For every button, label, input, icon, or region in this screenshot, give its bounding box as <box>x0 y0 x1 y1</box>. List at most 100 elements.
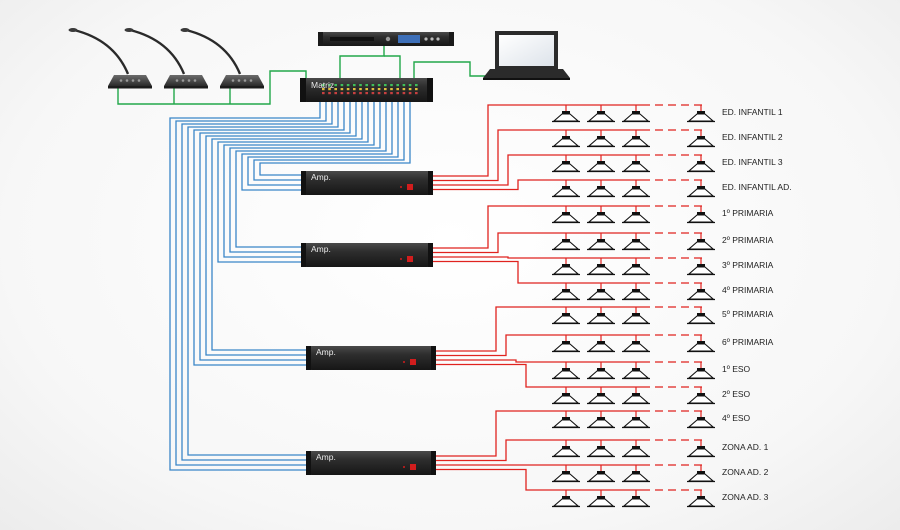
ceiling-speaker-icon <box>622 417 650 429</box>
matrix-label: Matriz <box>311 80 334 90</box>
ceiling-speaker-icon <box>622 496 650 508</box>
zone-label: ED. INFANTIL AD. <box>722 182 792 192</box>
ceiling-speaker-icon <box>587 161 615 173</box>
ceiling-speaker-icon <box>687 393 715 405</box>
ceiling-speaker-icon <box>587 393 615 405</box>
ceiling-speaker-icon <box>687 496 715 508</box>
ceiling-speaker-icon <box>587 212 615 224</box>
ceiling-speaker-icon <box>687 471 715 483</box>
amplifier-label: Amp. <box>311 244 331 254</box>
gooseneck-microphone-icon <box>180 28 264 89</box>
ceiling-speaker-icon <box>622 289 650 301</box>
zone-row: ED. INFANTIL 2 <box>552 132 783 148</box>
ceiling-speaker-icon <box>552 161 580 173</box>
ceiling-speaker-icon <box>552 212 580 224</box>
amplifier-icon <box>306 346 436 370</box>
ceiling-speaker-icon <box>587 239 615 251</box>
ceiling-speaker-icon <box>552 368 580 380</box>
ceiling-speaker-icon <box>552 289 580 301</box>
zone-label: 2º PRIMARIA <box>722 235 774 245</box>
ceiling-speaker-icon <box>587 341 615 353</box>
ceiling-speaker-icon <box>622 341 650 353</box>
ceiling-speaker-icon <box>622 446 650 458</box>
ceiling-speaker-icon <box>687 368 715 380</box>
gooseneck-microphone-icon <box>68 28 152 89</box>
zone-row: 1º ESO <box>552 364 751 380</box>
ceiling-speaker-icon <box>587 417 615 429</box>
zone-row: ZONA AD. 1 <box>552 442 769 458</box>
zone-label: 1º ESO <box>722 364 751 374</box>
zone-row: 2º ESO <box>552 389 751 405</box>
amplifier-icon <box>301 171 433 195</box>
zone-row: ED. INFANTIL 1 <box>552 107 783 123</box>
ceiling-speaker-icon <box>622 239 650 251</box>
audio-input-cables <box>169 102 411 471</box>
ceiling-speaker-icon <box>587 368 615 380</box>
ceiling-speaker-icon <box>622 264 650 276</box>
zone-row: ED. INFANTIL AD. <box>552 182 792 198</box>
rack-processor-icon <box>318 32 454 46</box>
laptop <box>483 31 570 80</box>
ceiling-speaker-icon <box>687 161 715 173</box>
ceiling-speaker-icon <box>552 496 580 508</box>
ceiling-speaker-icon <box>687 136 715 148</box>
speaker-zones: ED. INFANTIL 1 ED. INFANTIL 2 ED. INFANTIL… <box>552 107 792 508</box>
ceiling-speaker-icon <box>687 111 715 123</box>
zone-label: ZONA AD. 3 <box>722 492 769 502</box>
ceiling-speaker-icon <box>587 186 615 198</box>
microphone-1 <box>68 28 152 89</box>
network-cables <box>117 46 486 105</box>
ceiling-speaker-icon <box>552 417 580 429</box>
ceiling-speaker-icon <box>552 471 580 483</box>
amplifier-4: Amp. <box>306 451 436 475</box>
ceiling-speaker-icon <box>622 393 650 405</box>
ceiling-speaker-icon <box>587 471 615 483</box>
zone-label: ED. INFANTIL 2 <box>722 132 783 142</box>
ceiling-speaker-icon <box>552 186 580 198</box>
amplifiers: Amp. Amp. Amp. Amp. <box>301 171 436 475</box>
zone-row: 2º PRIMARIA <box>552 235 774 251</box>
ceiling-speaker-icon <box>687 417 715 429</box>
ceiling-speaker-icon <box>687 446 715 458</box>
ceiling-speaker-icon <box>687 289 715 301</box>
ceiling-speaker-icon <box>622 186 650 198</box>
matrix: Matriz <box>300 78 433 102</box>
ceiling-speaker-icon <box>622 313 650 325</box>
ceiling-speaker-icon <box>552 446 580 458</box>
amplifier-2: Amp. <box>301 243 433 267</box>
microphone-3 <box>180 28 264 89</box>
zone-row: 5º PRIMARIA <box>552 309 774 325</box>
zone-row: ZONA AD. 2 <box>552 467 769 483</box>
ceiling-speaker-icon <box>687 313 715 325</box>
zone-row: ZONA AD. 3 <box>552 492 769 508</box>
zone-label: 1º PRIMARIA <box>722 208 774 218</box>
ceiling-speaker-icon <box>622 111 650 123</box>
ceiling-speaker-icon <box>587 313 615 325</box>
amplifier-label: Amp. <box>311 172 331 182</box>
zone-label: 3º PRIMARIA <box>722 260 774 270</box>
zone-label: 2º ESO <box>722 389 751 399</box>
ceiling-speaker-icon <box>622 368 650 380</box>
ceiling-speaker-icon <box>552 239 580 251</box>
matrix-icon <box>300 78 433 102</box>
ceiling-speaker-icon <box>587 264 615 276</box>
ceiling-speaker-icon <box>622 136 650 148</box>
ceiling-speaker-icon <box>687 186 715 198</box>
microphone-2 <box>124 28 208 89</box>
zone-label: 4º ESO <box>722 413 751 423</box>
laptop-icon <box>483 31 570 80</box>
ceiling-speaker-icon <box>552 393 580 405</box>
zone-label: 4º PRIMARIA <box>722 285 774 295</box>
zone-label: ED. INFANTIL 1 <box>722 107 783 117</box>
ceiling-speaker-icon <box>552 111 580 123</box>
ceiling-speaker-icon <box>622 212 650 224</box>
zone-row: 4º PRIMARIA <box>552 285 774 301</box>
ceiling-speaker-icon <box>622 161 650 173</box>
amplifier-label: Amp. <box>316 452 336 462</box>
zone-label: ZONA AD. 1 <box>722 442 769 452</box>
ceiling-speaker-icon <box>552 136 580 148</box>
ceiling-speaker-icon <box>587 136 615 148</box>
ceiling-speaker-icon <box>552 264 580 276</box>
amplifier-label: Amp. <box>316 347 336 357</box>
